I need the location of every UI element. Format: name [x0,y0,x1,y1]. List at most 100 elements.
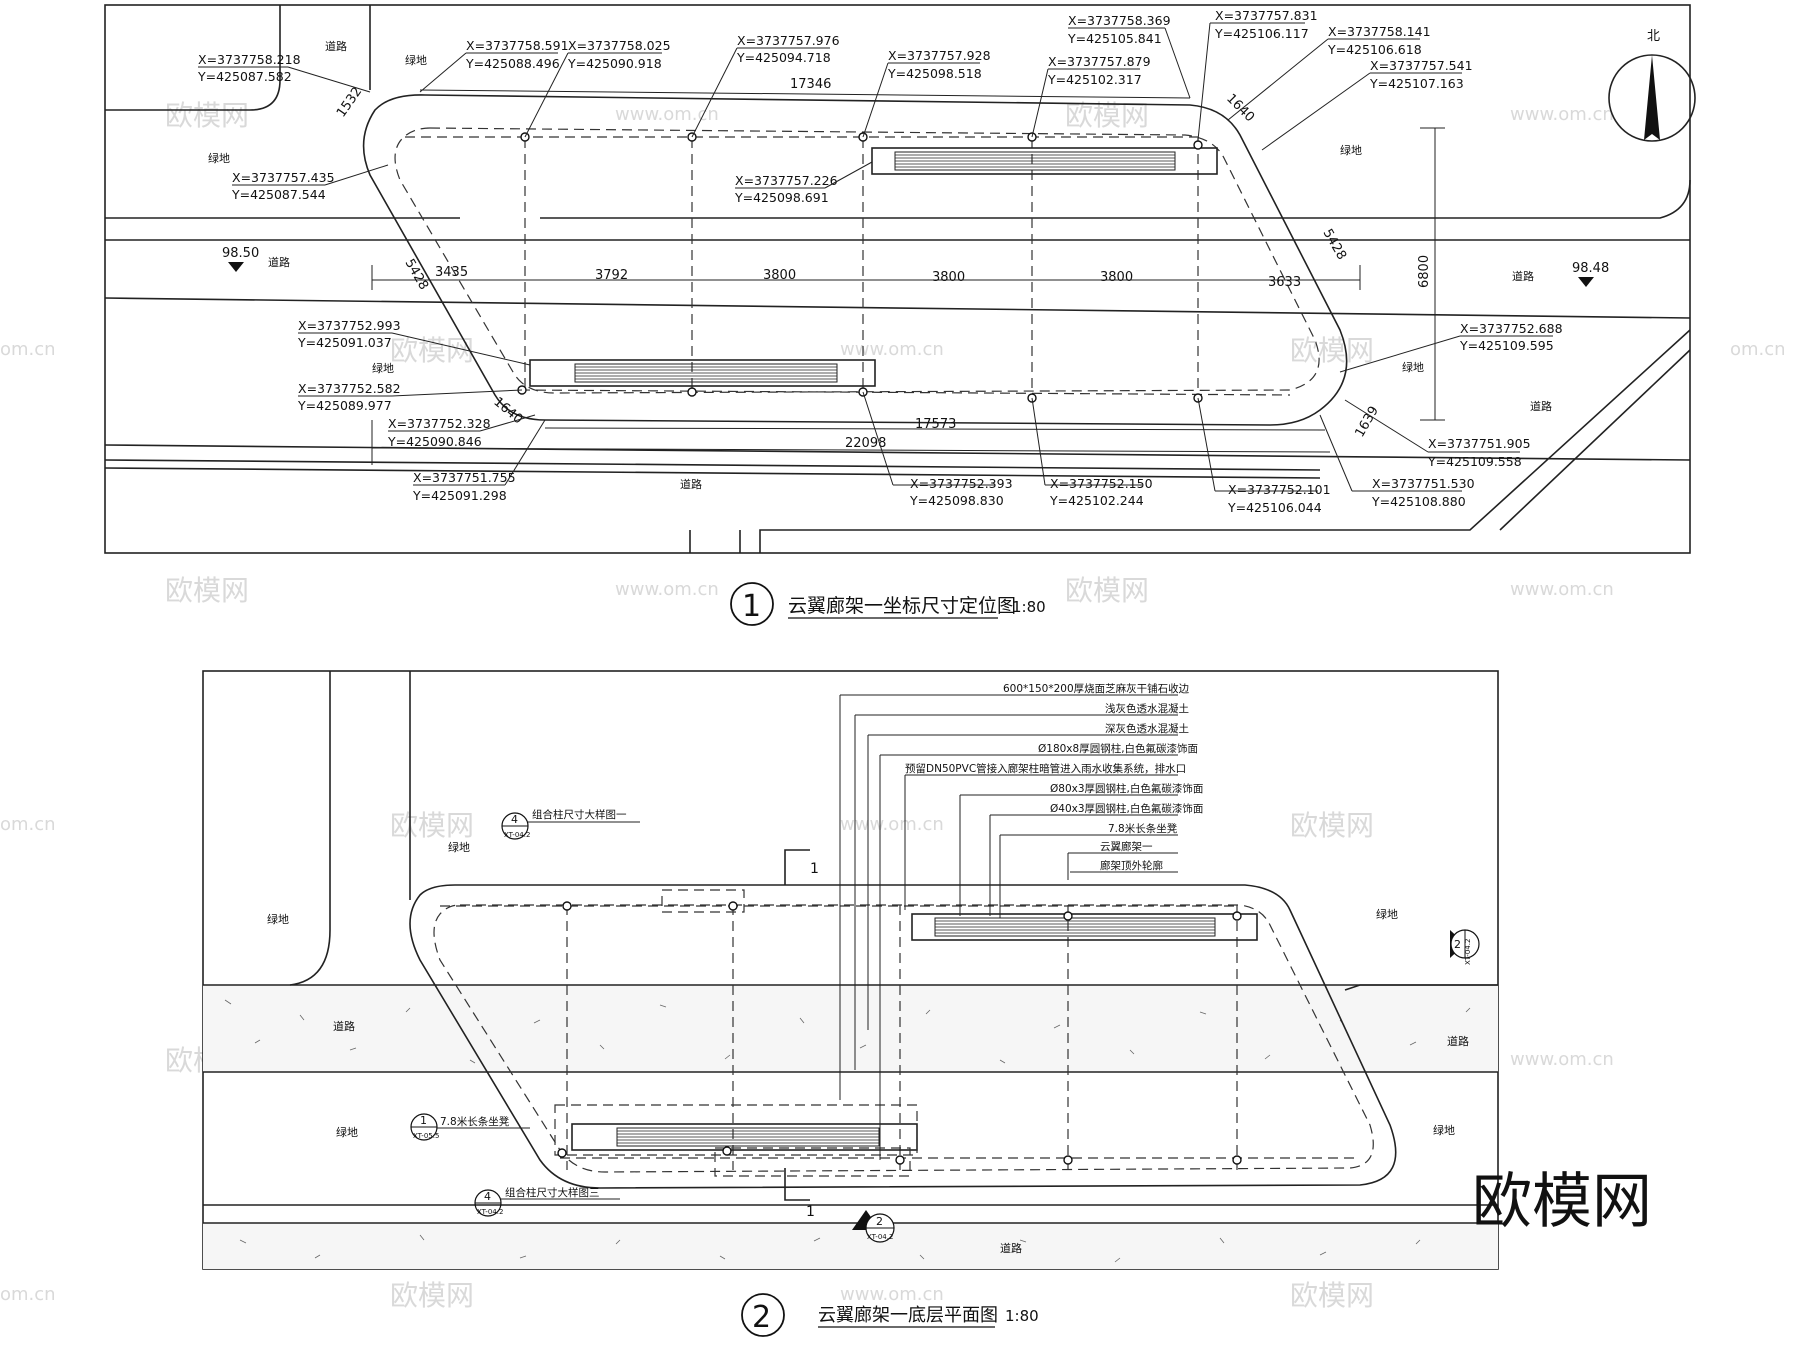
bubble-text: 组合柱尺寸大样图一 [532,808,627,821]
coord-x: X=3737758.025 [568,38,671,53]
bench-outline [871,147,1218,175]
label-green: 绿地 [448,840,470,854]
coord-callout: X=3737758.591 Y=425088.496 [419,38,569,93]
bubble-ref: XT-04.2 [1464,939,1472,965]
coord-x: X=3737751.530 [1372,476,1475,491]
watermark-site: om.cn [1730,339,1786,360]
coord-x: X=3737757.928 [888,48,991,63]
coord-callout: X=3737752.582 Y=425089.977 [297,381,523,413]
site-edges-2 [203,671,1498,1224]
coord-callout: X=3737751.905 Y=425109.558 [1344,399,1531,469]
column-marker [1232,911,1242,921]
figure-scale: 1:80 [1012,598,1046,616]
coord-y: Y=425102.244 [1049,493,1144,508]
coord-callout: X=3737757.226 Y=425098.691 [734,161,873,205]
coord-callout: X=3737752.328 Y=425090.846 [387,414,536,449]
leader [324,164,389,186]
callout-text: 7.8米长条坐凳 [1108,822,1178,835]
watermark-site: www.om.cn [840,339,944,360]
coord-x: X=3737752.393 [910,476,1013,491]
coord-x: X=3737757.879 [1048,54,1151,69]
callout-text: 深灰色透水混凝土 [1105,722,1189,735]
label-road: 道路 [1512,269,1534,283]
road-edge-mid [104,297,1691,319]
leader [391,332,531,366]
column-marker [1193,140,1203,150]
label-road: 道路 [333,1019,355,1033]
label-green: 绿地 [336,1125,358,1139]
coord-x: X=3737758.369 [1068,13,1171,28]
section-mark: 1 [806,1204,815,1220]
bubble-ref: XT-04.2 [477,1208,503,1216]
watermark-site: om.cn [0,339,56,360]
watermark-site: om.cn [0,1284,56,1305]
detail-bubble: 4 XT-04.2 组合柱尺寸大样图三 [474,1186,620,1217]
section-cut-bottom [784,1168,810,1201]
dimensions: 17346 3435 3792 3800 3800 3800 3633 1757… [334,77,1445,465]
coord-y: Y=425094.718 [736,50,831,65]
detail-bubble: 4 XT-04.2 组合柱尺寸大样图一 [501,808,640,840]
watermark-site: www.om.cn [615,104,719,125]
label-green: 绿地 [1376,907,1398,921]
coord-y: Y=425087.582 [197,69,292,84]
section-reference-right: 2 XT-04.2 [1450,929,1480,965]
coord-x: X=3737757.541 [1370,58,1473,73]
dim-bottom-inner: 17573 [915,417,956,432]
figure-1-frame [104,4,1691,554]
coord-x: X=3737758.141 [1328,24,1431,39]
coord-y: Y=425106.044 [1227,500,1322,515]
road-edge-top [105,179,1691,219]
leader [1197,22,1211,141]
coord-y: Y=425098.691 [734,190,829,205]
leader [1164,27,1191,99]
dim-span: 3800 [1100,270,1133,285]
coord-callout: X=3737752.393 Y=425098.830 [862,391,1013,508]
dim-arc-tl: 1532 [334,85,365,121]
coord-x: X=3737752.688 [1460,321,1563,336]
column-marker [1232,1155,1242,1165]
bubble-number: 2 [876,1215,883,1228]
column-marker [562,901,572,911]
leader [391,389,523,397]
coord-callout: X=3737757.976 Y=425094.718 [691,33,840,138]
coord-x: X=3737757.226 [735,173,838,188]
coord-x: X=3737751.755 [413,470,516,485]
road-edge-bottom [104,444,1691,461]
dim-diag-right: 5428 [1320,227,1350,263]
coord-y: Y=425091.298 [412,488,507,503]
coord-y: Y=425105.841 [1067,31,1162,46]
section-cut-top [784,849,810,885]
dim-span: 3792 [595,268,628,283]
leader [1261,72,1371,151]
column-marker [1063,911,1073,921]
green-corner-left [105,5,281,111]
north-label: 北 [1647,29,1660,44]
watermark-site: www.om.cn [1510,579,1614,600]
right-corner [1344,984,1498,991]
callout-text: Ø180x8厚圆钢柱,白色氟碳漆饰面 [1038,742,1198,755]
coord-callout: X=3737757.541 Y=425107.163 [1261,58,1473,151]
pavement-outline [409,884,1397,1189]
figure-1-title-block: 1 云翼廊架一坐标尺寸定位图 1:80 [730,582,1046,626]
coord-x: X=3737752.993 [298,318,401,333]
figure-2-title-block: 2 云翼廊架一底层平面图 1:80 [741,1293,1039,1337]
coord-y: Y=425108.880 [1371,494,1466,509]
watermark: 欧模网 [1290,1279,1374,1312]
bench-bottom [571,1123,918,1151]
coord-callout: X=3737757.831 Y=425106.117 [1197,8,1318,141]
coord-callout: X=3737757.879 Y=425102.317 [1031,54,1151,138]
dim-line-bottom-total [371,447,1331,453]
dim-span: 3633 [1268,275,1301,290]
area-labels: 道路 绿地 绿地 绿地 道路 道路 绿地 绿地 道路 道路 98.50 98.4… [208,39,1609,491]
coord-y: Y=425091.037 [297,335,392,350]
leader [1031,397,1046,486]
label-road: 道路 [680,477,702,491]
figure-number-ring [730,582,774,626]
section-mark: 1 [810,861,819,877]
leader [862,62,889,138]
coord-callout: X=3737758.141 Y=425106.618 [1227,24,1431,121]
road-band-lower [203,1223,1498,1269]
coord-y: Y=425109.558 [1427,454,1522,469]
watermark: 欧模网 [1065,574,1149,607]
coord-callout: X=3737751.755 Y=425091.298 [412,419,546,503]
